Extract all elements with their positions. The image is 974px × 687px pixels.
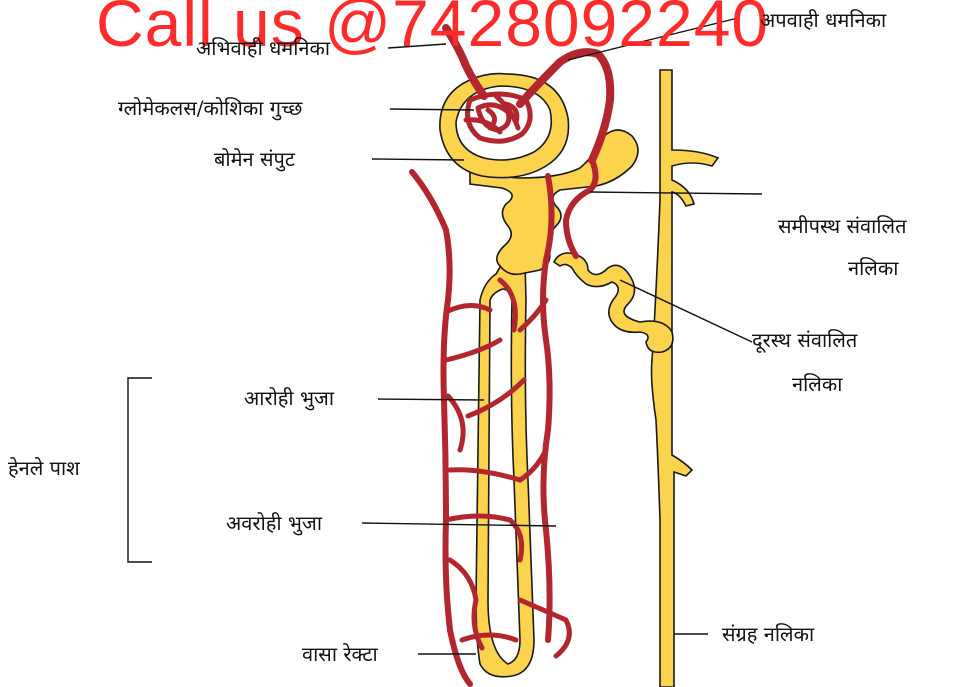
peritubular-capillary [412, 172, 450, 300]
label-ascending-limb: आरोही भुजा [244, 386, 334, 410]
label-dct-line1: दूरस्थ संवालित [752, 328, 857, 352]
label-descending-limb: अवरोही भुजा [226, 511, 322, 535]
henle-loop-body [476, 257, 534, 677]
label-pct-line1: समीपस्थ संवालित [778, 214, 907, 238]
henle-bracket [128, 378, 152, 562]
label-collecting-duct: संग्रह नलिका [722, 622, 814, 646]
label-glomerulus: ग्लोमेकलस/कोशिका गुच्छ [118, 96, 302, 120]
leader-pct [590, 192, 762, 194]
label-bowman-capsule: बोमेन संपुट [214, 147, 295, 171]
label-efferent-arteriole: अपवाही धमनिका [760, 8, 886, 32]
label-dct-line2: नलिका [792, 372, 842, 396]
leader-bowman [372, 159, 464, 160]
label-vasa-recta: वासा रेक्टा [302, 642, 378, 666]
label-henle-loop: हेनले पाश [8, 456, 80, 480]
collecting-duct-body [652, 70, 719, 687]
leader-glomerulus [390, 109, 474, 110]
label-afferent-arteriole: अभिवाही धमनिका [196, 36, 330, 60]
vasa-recta-link [448, 396, 463, 450]
collecting-duct [652, 70, 719, 687]
loop-of-henle [476, 257, 534, 677]
vasa-recta-link [446, 340, 500, 360]
leader-ascending [378, 399, 484, 400]
label-pct-line2: नलिका [848, 256, 898, 280]
